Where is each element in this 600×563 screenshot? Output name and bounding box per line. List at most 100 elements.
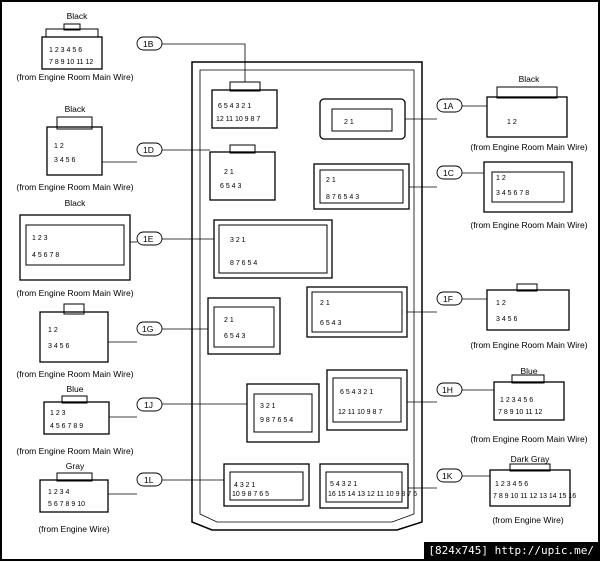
- socket-1f: [306, 286, 408, 338]
- color-1k: Dark Gray: [510, 454, 550, 464]
- svg-text:16 15 14 13 12 11 10 9 8 7 6: 16 15 14 13 12 11 10 9 8 7 6: [328, 491, 417, 498]
- color-1b: Black: [66, 11, 88, 21]
- source-1h: (from Engine Room Main Wire): [470, 434, 588, 444]
- svg-text:3 2 1: 3 2 1: [260, 403, 276, 410]
- socket-1h: [326, 369, 408, 431]
- socket-1j: [246, 383, 320, 443]
- svg-text:12 11 10 9 8 7: 12 11 10 9 8 7: [216, 116, 260, 123]
- pins-socket-1b: 6 5 4 3 2 1 12 11 10 9 8 7: [216, 103, 260, 123]
- pins-1j: 1 2 3 4 5 6 7 8 9: [50, 410, 83, 430]
- tag-1j: 1J: [144, 400, 153, 410]
- svg-text:1 2 3: 1 2 3: [32, 235, 48, 242]
- svg-text:1 2 3 4 5 6: 1 2 3 4 5 6: [49, 47, 82, 54]
- svg-text:2 1: 2 1: [320, 300, 330, 307]
- svg-text:4 5 6 7 8: 4 5 6 7 8: [32, 252, 59, 259]
- tag-1g: 1G: [142, 324, 154, 334]
- source-1g: (from Engine Room Main Wire): [16, 369, 134, 379]
- pins-socket-1d: 2 1 6 5 4 3: [220, 169, 242, 190]
- source-1l: (from Engine Wire): [38, 524, 110, 534]
- tag-1f: 1F: [443, 294, 453, 304]
- tag-1a: 1A: [443, 101, 454, 111]
- svg-text:2 1: 2 1: [224, 169, 234, 176]
- svg-text:7 8 9 10 11 12 13 14 15 16: 7 8 9 10 11 12 13 14 15 16: [493, 493, 576, 500]
- connector-1d-plug: [46, 116, 103, 176]
- svg-text:1 2 3: 1 2 3: [50, 410, 66, 417]
- pins-socket-1a: 2 1: [344, 119, 354, 126]
- svg-text:3 4 5 6: 3 4 5 6: [48, 343, 70, 350]
- connector-1a-plug: [486, 86, 568, 138]
- socket-1k: [319, 463, 409, 509]
- tag-1b: 1B: [143, 39, 154, 49]
- svg-text:5 4 3 2 1: 5 4 3 2 1: [330, 481, 357, 488]
- svg-text:4 5 6 7 8 9: 4 5 6 7 8 9: [50, 423, 83, 430]
- svg-text:6 5 4 3: 6 5 4 3: [224, 333, 246, 340]
- svg-text:3 4 5 6: 3 4 5 6: [54, 157, 76, 164]
- color-1a: Black: [518, 74, 540, 84]
- svg-text:2 1: 2 1: [224, 317, 234, 324]
- pins-socket-1e: 3 2 1 8 7 6 5 4: [230, 237, 257, 267]
- pins-1d: 1 2 3 4 5 6: [54, 143, 76, 164]
- pins-socket-1f: 2 1 6 5 4 3: [320, 300, 342, 327]
- tag-1l: 1L: [144, 475, 154, 485]
- svg-text:7 8 9 10 11 12: 7 8 9 10 11 12: [498, 409, 542, 416]
- socket-1c: [313, 163, 410, 210]
- source-1c: (from Engine Room Main Wire): [470, 220, 588, 230]
- source-1j: (from Engine Room Main Wire): [16, 446, 134, 456]
- pins-socket-1k: 5 4 3 2 1 16 15 14 13 12 11 10 9 8 7 6: [328, 481, 417, 498]
- svg-text:8 7 6 5 4: 8 7 6 5 4: [230, 260, 257, 267]
- pins-1h: 1 2 3 4 5 6 7 8 9 10 11 12: [498, 397, 542, 416]
- svg-text:7 8 9 10 11 12: 7 8 9 10 11 12: [49, 59, 93, 66]
- svg-text:1 2: 1 2: [48, 327, 58, 334]
- pins-1e: 1 2 3 4 5 6 7 8: [32, 235, 59, 259]
- pins-1a: 1 2: [507, 119, 517, 126]
- socket-1d: [209, 144, 276, 201]
- color-1j: Blue: [66, 384, 84, 394]
- pins-1l: 1 2 3 4 5 6 7 8 9 10: [48, 489, 85, 508]
- socket-1g: [207, 297, 281, 355]
- source-1e: (from Engine Room Main Wire): [16, 288, 134, 298]
- connector-1e-plug: [19, 214, 131, 281]
- watermark: [824x745] http://upic.me/: [424, 542, 598, 559]
- svg-text:1 2 3 4 5 6: 1 2 3 4 5 6: [495, 481, 528, 488]
- pins-socket-1c: 2 1 8 7 6 5 4 3: [326, 177, 359, 201]
- connector-1g-plug: [39, 303, 109, 363]
- pins-socket-1h: 6 5 4 3 2 1 12 11 10 9 8 7: [338, 389, 382, 416]
- connector-1c-plug: [483, 161, 573, 213]
- pins-socket-1g: 2 1 6 5 4 3: [224, 317, 246, 340]
- svg-text:1 2: 1 2: [496, 300, 506, 307]
- source-1b: (from Engine Room Main Wire): [16, 72, 134, 82]
- color-1d: Black: [64, 104, 86, 114]
- svg-text:1 2: 1 2: [496, 175, 506, 182]
- connector-1k-plug: [489, 463, 571, 507]
- pins-1k: 1 2 3 4 5 6 7 8 9 10 11 12 13 14 15 16: [493, 481, 576, 500]
- pins-1f: 1 2 3 4 5 6: [496, 300, 518, 323]
- source-1k: (from Engine Wire): [492, 515, 564, 525]
- svg-text:1 2: 1 2: [507, 119, 517, 126]
- svg-text:3 4 5 6: 3 4 5 6: [496, 316, 518, 323]
- connector-1j-plug: [43, 395, 110, 435]
- svg-text:8 7 6 5 4 3: 8 7 6 5 4 3: [326, 194, 359, 201]
- svg-text:1 2 3 4 5 6: 1 2 3 4 5 6: [500, 397, 533, 404]
- svg-text:3 2 1: 3 2 1: [230, 237, 246, 244]
- svg-text:6 5 4 3 2 1: 6 5 4 3 2 1: [218, 103, 251, 110]
- svg-text:5 6 7 8 9 10: 5 6 7 8 9 10: [48, 501, 85, 508]
- svg-text:2 1: 2 1: [326, 177, 336, 184]
- svg-text:9 8 7 6 5 4: 9 8 7 6 5 4: [260, 417, 293, 424]
- source-1d: (from Engine Room Main Wire): [16, 182, 134, 192]
- tag-1h: 1H: [442, 385, 453, 395]
- svg-text:1 2 3 4: 1 2 3 4: [48, 489, 70, 496]
- svg-text:12 11 10 9 8 7: 12 11 10 9 8 7: [338, 409, 382, 416]
- socket-1l: [223, 463, 310, 507]
- source-1f: (from Engine Room Main Wire): [470, 340, 588, 350]
- pins-1g: 1 2 3 4 5 6: [48, 327, 70, 350]
- socket-1e: [213, 219, 333, 279]
- svg-text:6 5 4 3 2 1: 6 5 4 3 2 1: [340, 389, 373, 396]
- source-1a: (from Engine Room Main Wire): [470, 142, 588, 152]
- relay-block-outline: [191, 61, 423, 531]
- tag-ellipses: [136, 36, 463, 487]
- pins-1b: 1 2 3 4 5 6 7 8 9 10 11 12: [49, 47, 93, 66]
- svg-text:3 4 5 6 7 8: 3 4 5 6 7 8: [496, 190, 529, 197]
- tag-1d: 1D: [143, 145, 154, 155]
